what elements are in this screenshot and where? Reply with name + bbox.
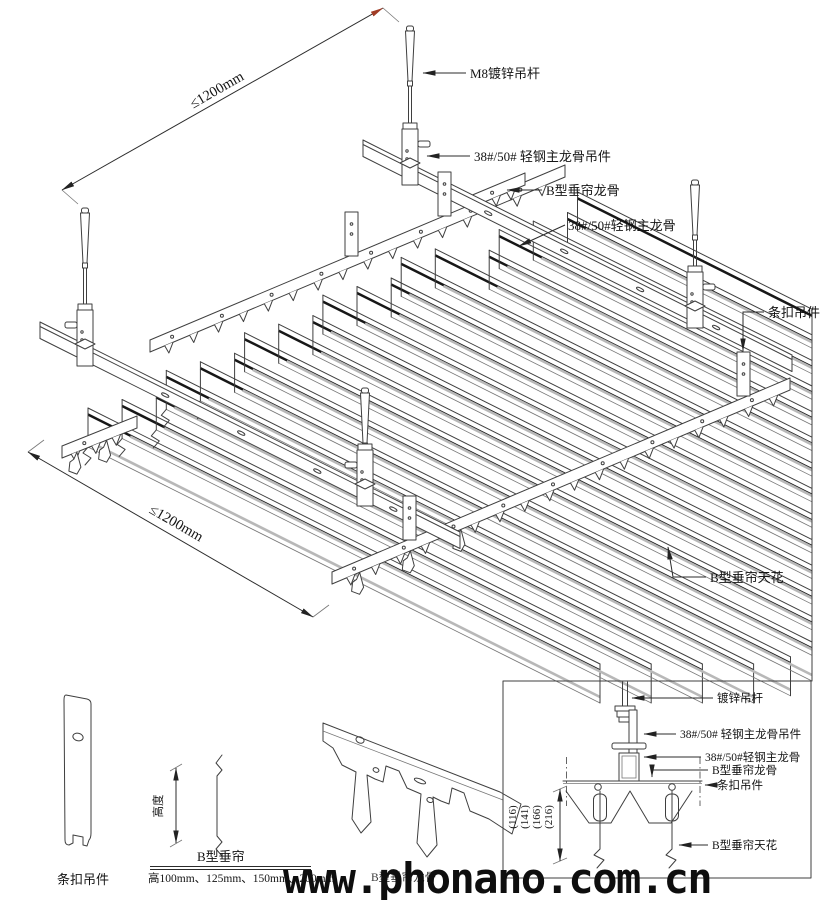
label-hanger-rod: M8镀锌吊杆 bbox=[470, 66, 540, 81]
height-label: 高度 bbox=[151, 794, 165, 817]
label-keel-hanger: 38#/50# 轻钢主龙骨吊件 bbox=[474, 149, 611, 164]
label-strip-clip: 条扣吊件 bbox=[768, 305, 820, 320]
section-label-rod: 镀锌吊杆 bbox=[717, 691, 763, 705]
baffle-sizes: 高100mm、125mm、150mm、200mm bbox=[148, 871, 335, 885]
section-height-1: (116) bbox=[507, 805, 519, 829]
dim-bottom-text: ≤1200mm bbox=[146, 502, 206, 546]
label-curtain-keel: B型垂帘龙骨 bbox=[546, 183, 620, 198]
detail-baffle-profile: 高度 B型垂帘 高100mm、125mm、150mm、200mm bbox=[148, 754, 335, 885]
section-label-ceiling: B型垂帘天花 bbox=[712, 838, 778, 852]
carrier-bracket-label: B型垂帘龙骨 bbox=[371, 870, 436, 884]
strip-clips bbox=[344, 171, 751, 541]
section-height-2: (141) bbox=[519, 805, 531, 829]
dimension-top: ≤1200mm bbox=[61, 7, 400, 205]
section-label-curtain-keel: B型垂帘龙骨 bbox=[712, 763, 777, 777]
label-curtain-ceiling: B型垂帘天花 bbox=[710, 570, 784, 585]
section-height-4: (216) bbox=[543, 805, 555, 829]
baffle-panels bbox=[82, 191, 813, 704]
detail-carrier-bracket: B型垂帘龙骨 bbox=[322, 722, 522, 884]
section-label-strip-clip: 条扣吊件 bbox=[717, 778, 763, 792]
label-main-keel: 38#/50#轻钢主龙骨 bbox=[568, 218, 676, 233]
detail-clip-plate-label: 条扣吊件 bbox=[57, 872, 109, 887]
baffle-profile-label: B型垂帘 bbox=[197, 849, 245, 864]
detail-section-box: (116) (141) (166) (216) 镀锌吊杆 38#/50# 轻钢主… bbox=[502, 680, 812, 879]
section-height-3: (166) bbox=[531, 805, 543, 829]
detail-clip-plate: 条扣吊件 bbox=[57, 694, 109, 887]
main-keels bbox=[39, 139, 793, 549]
section-label-main-keel: 38#/50#轻钢主龙骨 bbox=[705, 750, 800, 764]
watermark: www.phonano.com.cn bbox=[283, 854, 711, 900]
section-label-keel-hanger: 38#/50# 轻钢主龙骨吊件 bbox=[680, 727, 801, 741]
hanger-rods bbox=[64, 25, 716, 507]
isometric-assembly bbox=[39, 25, 813, 704]
main-labels: M8镀锌吊杆 38#/50# 轻钢主龙骨吊件 B型垂帘龙骨 38#/50#轻钢主… bbox=[422, 66, 820, 585]
